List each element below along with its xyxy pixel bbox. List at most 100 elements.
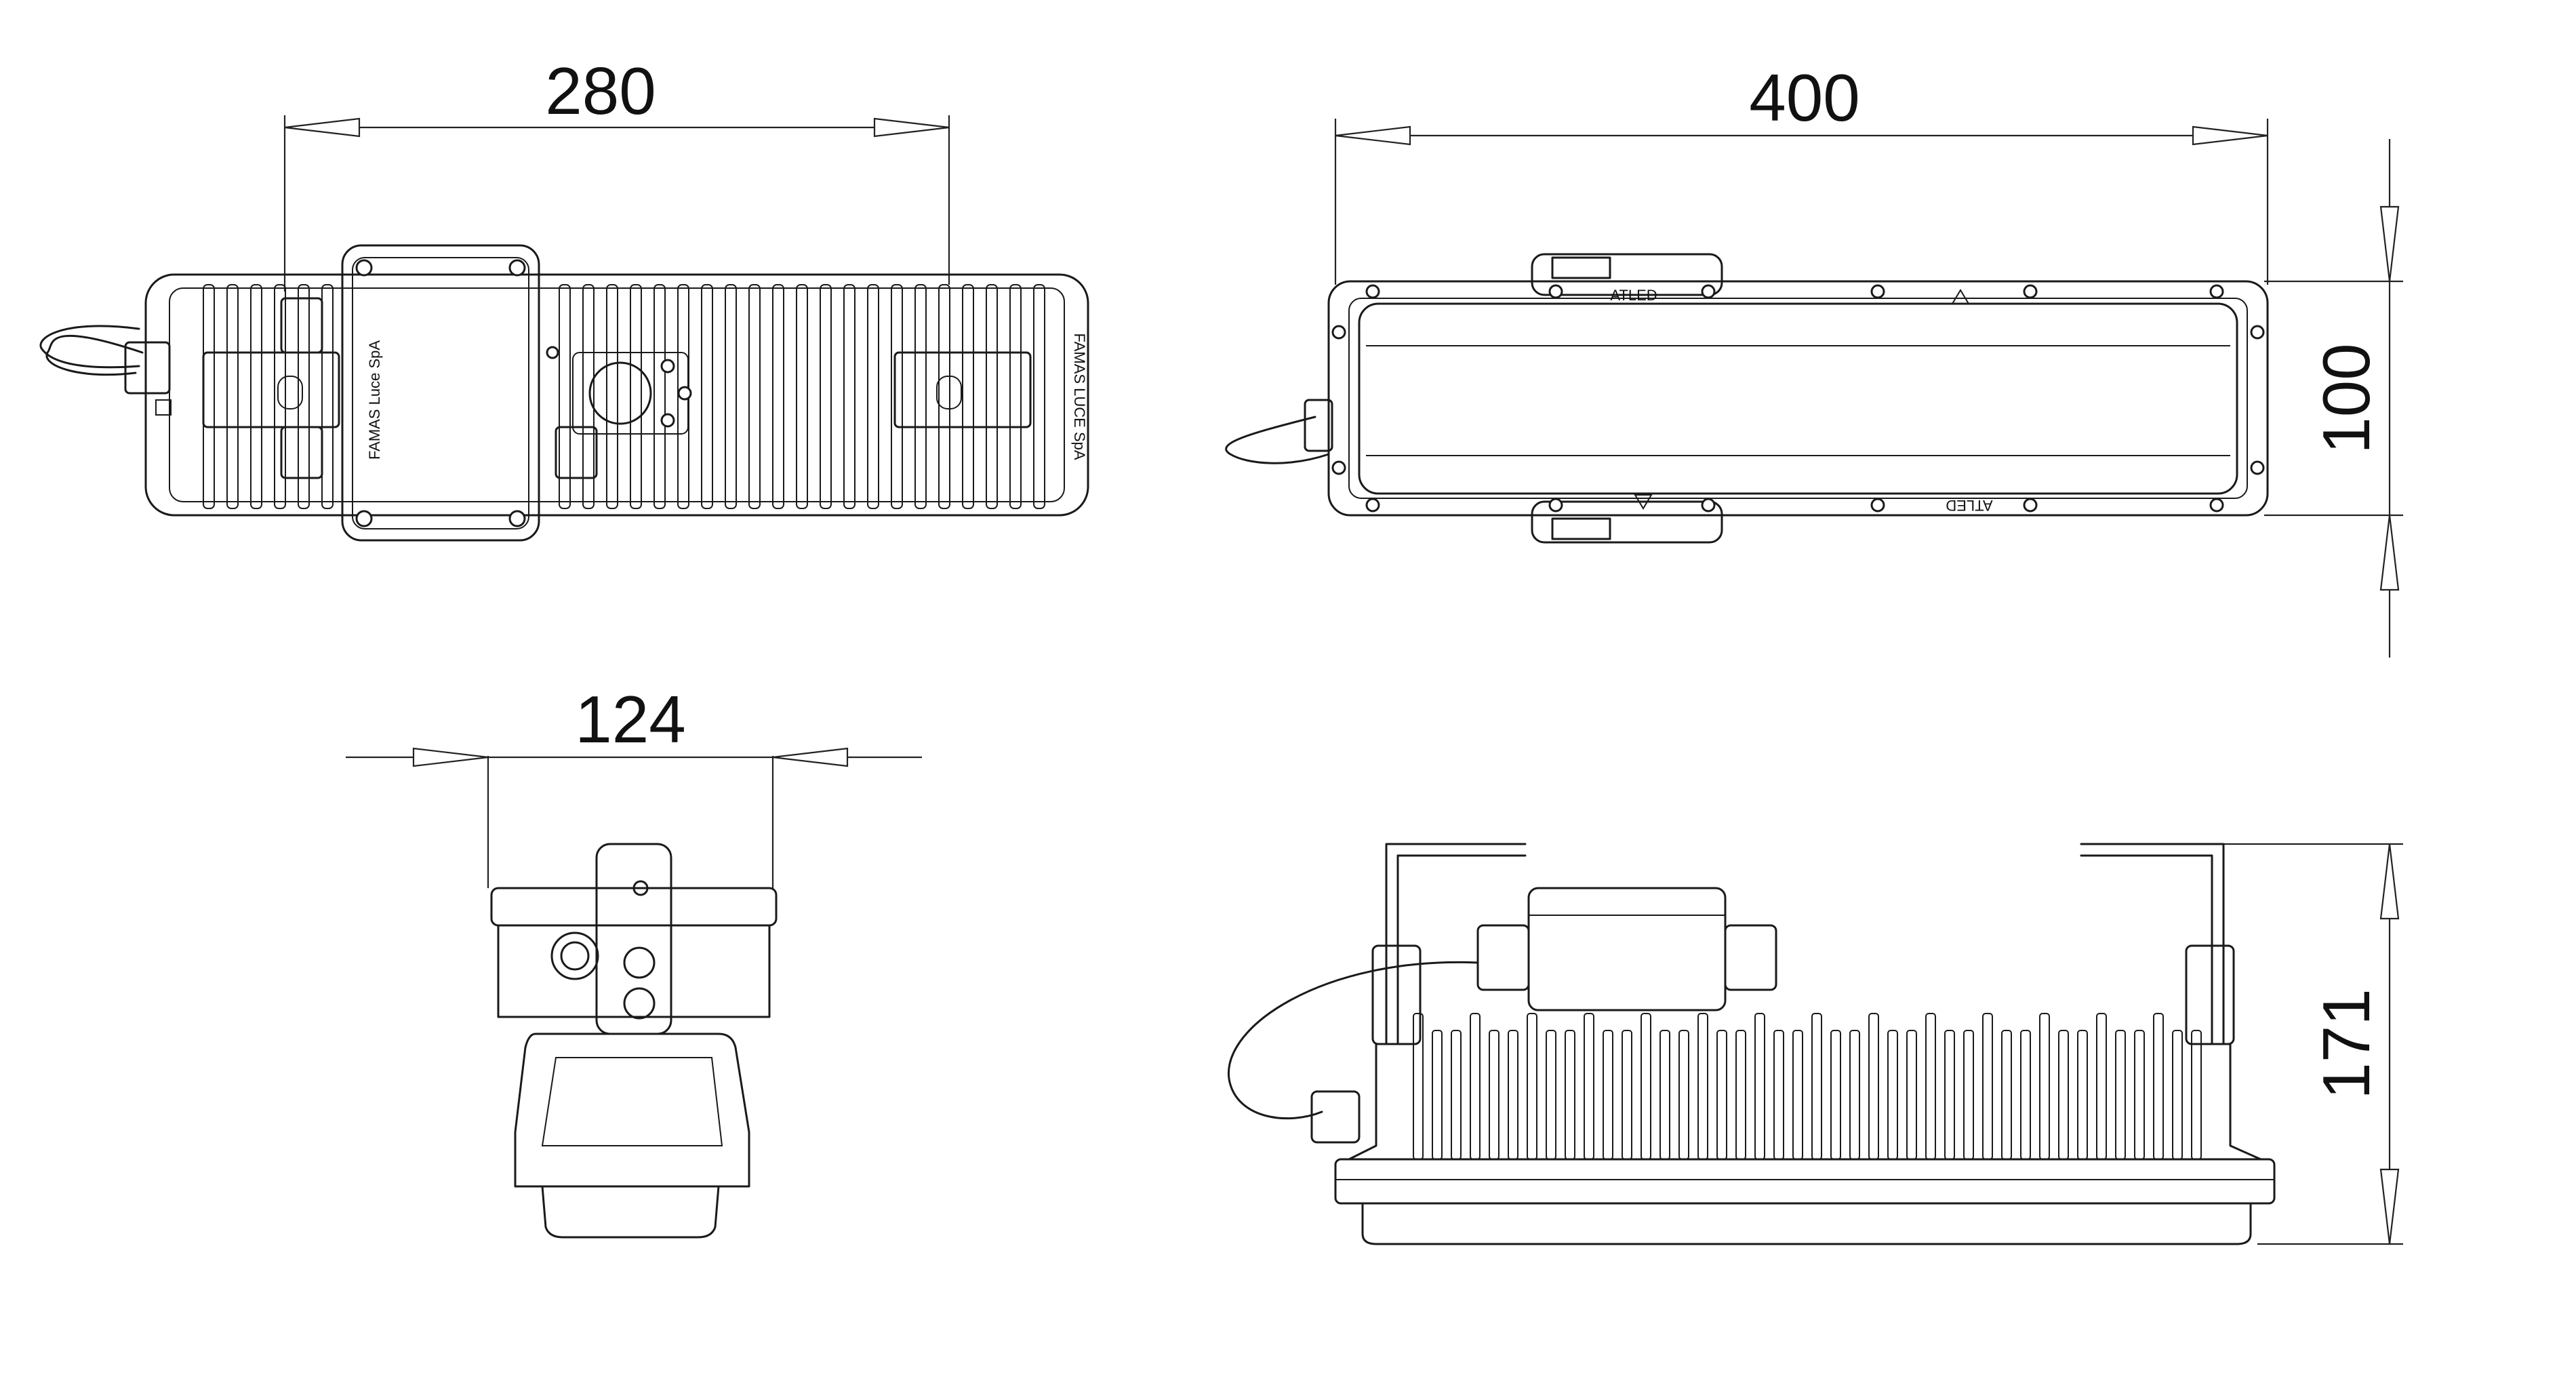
fin [1697, 1013, 1708, 1160]
fin [559, 284, 571, 509]
fin [1546, 1030, 1556, 1160]
dim-arrow [1335, 125, 1411, 146]
fin [274, 284, 286, 509]
fin [1527, 1013, 1537, 1160]
fin [321, 284, 334, 509]
fin [2077, 1030, 2088, 1160]
fin [1622, 1030, 1632, 1160]
lamp-body-side [1334, 1158, 2276, 1205]
dimension-label-100: 100 [2309, 343, 2383, 454]
screw [2250, 460, 2265, 475]
screw [2209, 284, 2224, 299]
dim-arrow [2379, 515, 2400, 591]
fin [630, 284, 642, 509]
fin [1489, 1030, 1500, 1160]
end-plate-bottom [1531, 500, 1723, 544]
fin [582, 284, 595, 509]
fin [2191, 1030, 2202, 1160]
heatsink-fins [1413, 1013, 2202, 1160]
screw [2023, 498, 2038, 513]
heatsink-fins [203, 284, 1045, 509]
fin [606, 284, 618, 509]
dim-arrow [2192, 125, 2268, 146]
dim-arrow [2379, 1168, 2400, 1245]
fin [2096, 1013, 2107, 1160]
pivot-knob [588, 361, 652, 425]
fin [653, 284, 666, 509]
cable-gland [124, 341, 171, 395]
fin [820, 284, 832, 509]
fin [2001, 1030, 2012, 1160]
dim-arrow [873, 117, 950, 138]
mounting-bracket-right [893, 351, 1032, 428]
screw [1701, 284, 1716, 299]
screw [2209, 498, 2224, 513]
top-view: 280 FAMAS Luce SpA FAMAS LUCE SpA [39, 54, 1089, 542]
fin [1432, 1030, 1443, 1160]
fin [1773, 1030, 1784, 1160]
screw [1548, 498, 1563, 513]
lamp-housing-outline [144, 273, 1089, 517]
fin [1811, 1013, 1822, 1160]
fin [914, 284, 927, 509]
dimension-400: 400 [1334, 60, 2269, 285]
lens-window [1358, 302, 2238, 495]
dimension-100: 100 [2264, 139, 2403, 658]
screw [2023, 284, 2038, 299]
fin [2153, 1013, 2164, 1160]
fin [2115, 1030, 2126, 1160]
fin [796, 284, 808, 509]
fin [1868, 1013, 1879, 1160]
fin [2172, 1030, 2183, 1160]
fin [986, 284, 998, 509]
screw [1365, 284, 1380, 299]
warning-triangle-icon [1951, 289, 1970, 304]
mounting-bracket [1385, 843, 1527, 1045]
fin [867, 284, 879, 509]
fin [2039, 1013, 2050, 1160]
screw [2250, 325, 2265, 340]
product-label: ATLED [1610, 287, 1657, 304]
dimension-label-280: 280 [545, 54, 656, 128]
power-cable [45, 335, 144, 376]
dimension-label-124: 124 [575, 682, 686, 757]
product-label: ATLED [1946, 497, 1992, 514]
fin [2058, 1030, 2069, 1160]
junction-box-side [1527, 887, 1727, 1011]
junction-box-end [490, 887, 778, 927]
lamp-body-outline [1327, 280, 2269, 517]
fin [298, 284, 310, 509]
fin [1565, 1030, 1575, 1160]
lamp-body-end [514, 1033, 750, 1188]
fin [2020, 1030, 2031, 1160]
end-view: 124 [346, 682, 922, 1239]
screw [1331, 325, 1346, 340]
end-plate-top [1531, 253, 1723, 296]
power-cable [1225, 416, 1330, 464]
dimension-280: 280 [283, 54, 950, 292]
fin [2134, 1030, 2145, 1160]
fin [938, 284, 950, 509]
body-screws [1331, 284, 2265, 513]
fin [891, 284, 903, 509]
fin [1678, 1030, 1689, 1160]
fin [1603, 1030, 1613, 1160]
screw [1331, 460, 1346, 475]
fin [1584, 1013, 1594, 1160]
fin [1830, 1030, 1841, 1160]
fin [1009, 284, 1022, 509]
mounting-bracket-left [202, 351, 340, 428]
screw [1870, 498, 1885, 513]
fin [1716, 1030, 1727, 1160]
fin [1944, 1030, 1955, 1160]
fin [203, 284, 215, 509]
dim-arrow [2379, 843, 2400, 920]
fin [1887, 1030, 1898, 1160]
fin [1982, 1013, 1993, 1160]
fin [1451, 1030, 1462, 1160]
fin [843, 284, 856, 509]
fin [1641, 1013, 1651, 1160]
warning-triangle-icon [1634, 494, 1653, 510]
fin [1792, 1030, 1803, 1160]
